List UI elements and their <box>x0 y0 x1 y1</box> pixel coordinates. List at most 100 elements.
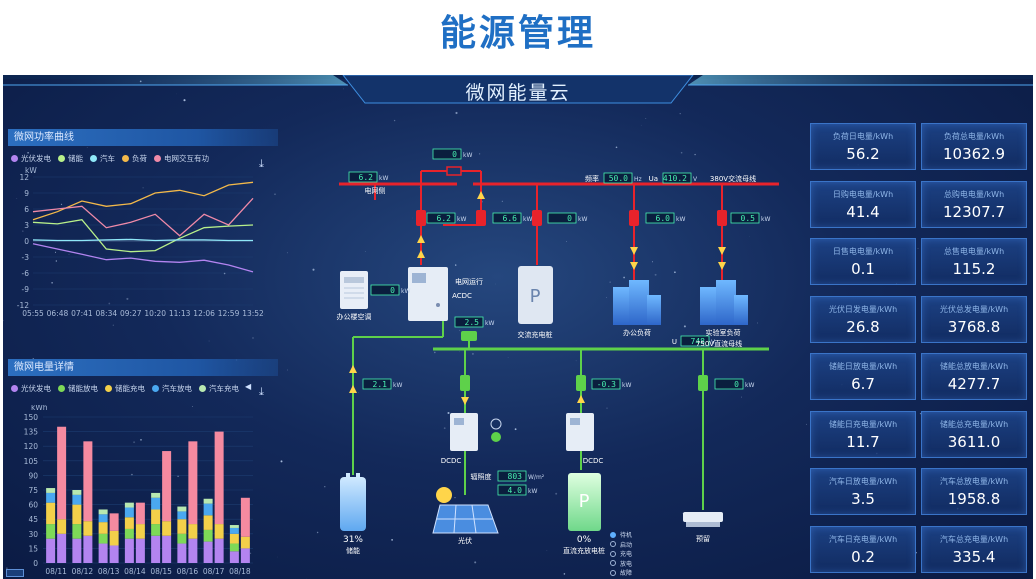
legend-dot <box>199 385 206 392</box>
star-dot <box>563 573 566 575</box>
bar-segment <box>203 515 213 530</box>
star-dot <box>140 439 142 441</box>
meter-box <box>645 212 675 224</box>
lab-building <box>700 280 748 325</box>
legend-label: 汽车充电 <box>209 384 239 393</box>
bar-segment <box>83 521 93 536</box>
acdc-converter[interactable] <box>408 267 448 321</box>
star-dot <box>343 88 344 90</box>
legend-item[interactable]: 储能 <box>58 153 83 164</box>
x-tick-label: 08/18 <box>229 567 251 576</box>
x-tick-label: 08/15 <box>150 567 172 576</box>
star-dot <box>51 281 53 284</box>
download-icon[interactable]: ⤓ <box>259 385 264 398</box>
bar-segment <box>57 426 67 520</box>
bar-segment <box>177 511 187 520</box>
star-dot <box>455 264 457 266</box>
meter-unit: V <box>711 339 716 346</box>
diagram-label-u-label: U <box>672 338 677 346</box>
bar-segment <box>214 538 224 563</box>
bar-segment <box>229 527 239 534</box>
office-ac-device[interactable] <box>340 271 368 309</box>
flow-arrows <box>349 191 726 405</box>
header-title: 微网能量云 <box>465 82 571 104</box>
star-dot <box>507 357 509 358</box>
star-dot <box>286 252 288 254</box>
grid-breaker <box>446 166 462 176</box>
meter-unit: kW <box>463 152 472 159</box>
stat-label: 负荷总电量/kWh <box>943 132 1005 141</box>
storage-battery[interactable] <box>340 473 366 531</box>
star-dot <box>22 230 24 232</box>
y-tick-label: 60 <box>28 501 38 510</box>
dc-charger[interactable] <box>568 473 601 531</box>
bar-segment <box>57 533 67 563</box>
charger-status-label: 放电 <box>620 560 633 568</box>
legend-item[interactable]: 汽车 <box>90 153 115 164</box>
legend-item[interactable]: 储能充电 <box>105 383 145 394</box>
meter-value: 4.0 <box>508 486 523 495</box>
bar-segment <box>177 543 187 563</box>
bar-segment <box>109 513 119 531</box>
legend-item[interactable]: 光伏发电 <box>11 383 51 394</box>
corner-toggle-button[interactable] <box>6 569 24 577</box>
x-tick-label: 11:13 <box>169 309 191 318</box>
legend-dot <box>90 155 97 162</box>
legend-item[interactable]: 汽车充电 <box>199 383 239 394</box>
bar-segment <box>98 522 108 534</box>
ac-charger[interactable] <box>518 266 553 324</box>
legend-prev-icon[interactable]: ◀ <box>245 382 252 391</box>
star-dot <box>609 281 611 283</box>
stat-value: 12307.7 <box>942 202 1006 221</box>
bar-segment <box>240 497 250 537</box>
bar-segment <box>83 535 93 563</box>
stat-label: 储能日充电量/kWh <box>828 419 898 429</box>
meter-value: 6.0 <box>656 214 671 223</box>
meter-box <box>662 172 692 184</box>
star-dot <box>443 427 446 430</box>
star-dot <box>358 392 359 394</box>
star-dot <box>393 119 396 122</box>
meter-box <box>547 212 577 224</box>
bar-segment <box>109 530 119 546</box>
bar-segment <box>229 525 239 528</box>
x-tick-label: 09:27 <box>120 309 142 318</box>
legend-item[interactable]: 负荷 <box>122 153 147 164</box>
legend-item[interactable]: 电网交互有功 <box>154 153 209 164</box>
meter-unit: kW <box>578 216 587 223</box>
y-tick-label: -12 <box>17 301 29 310</box>
y-tick-label: -6 <box>22 269 30 278</box>
meter-box <box>362 378 392 390</box>
legend-item[interactable]: 汽车放电 <box>152 383 192 394</box>
bar-segment <box>177 533 187 544</box>
office-building <box>613 280 661 325</box>
meter-value: 0 <box>567 214 572 223</box>
star-dot <box>645 117 647 120</box>
star-dot <box>575 360 577 362</box>
legend-dot <box>58 155 65 162</box>
power-curve-legend: 光伏发电 储能汽车负荷电网交互有功 <box>11 153 209 164</box>
star-dot <box>680 151 683 154</box>
star-dot <box>606 297 607 298</box>
bar-segment <box>72 490 82 495</box>
stat-label: 储能总放电量/kWh <box>939 362 1009 371</box>
bar-segment <box>214 431 224 525</box>
y-tick-label: 12 <box>19 173 29 182</box>
download-icon[interactable]: ⤓ <box>259 157 264 170</box>
legend-item[interactable]: 储能放电 <box>58 383 98 394</box>
star-dot <box>623 276 625 279</box>
star-dot <box>478 153 481 155</box>
y-tick-label: 6 <box>24 205 29 214</box>
legend-label: 汽车放电 <box>162 384 192 393</box>
legend-item[interactable]: 光伏发电 <box>11 153 51 164</box>
legend-label: 储能 <box>68 154 83 163</box>
dc-breaker <box>460 375 470 391</box>
dcdc-converter-right[interactable] <box>566 413 594 451</box>
charger-status-item: 待机 <box>610 530 632 540</box>
y-tick-label: 15 <box>28 544 38 553</box>
dcdc-converter-left[interactable] <box>450 413 478 451</box>
